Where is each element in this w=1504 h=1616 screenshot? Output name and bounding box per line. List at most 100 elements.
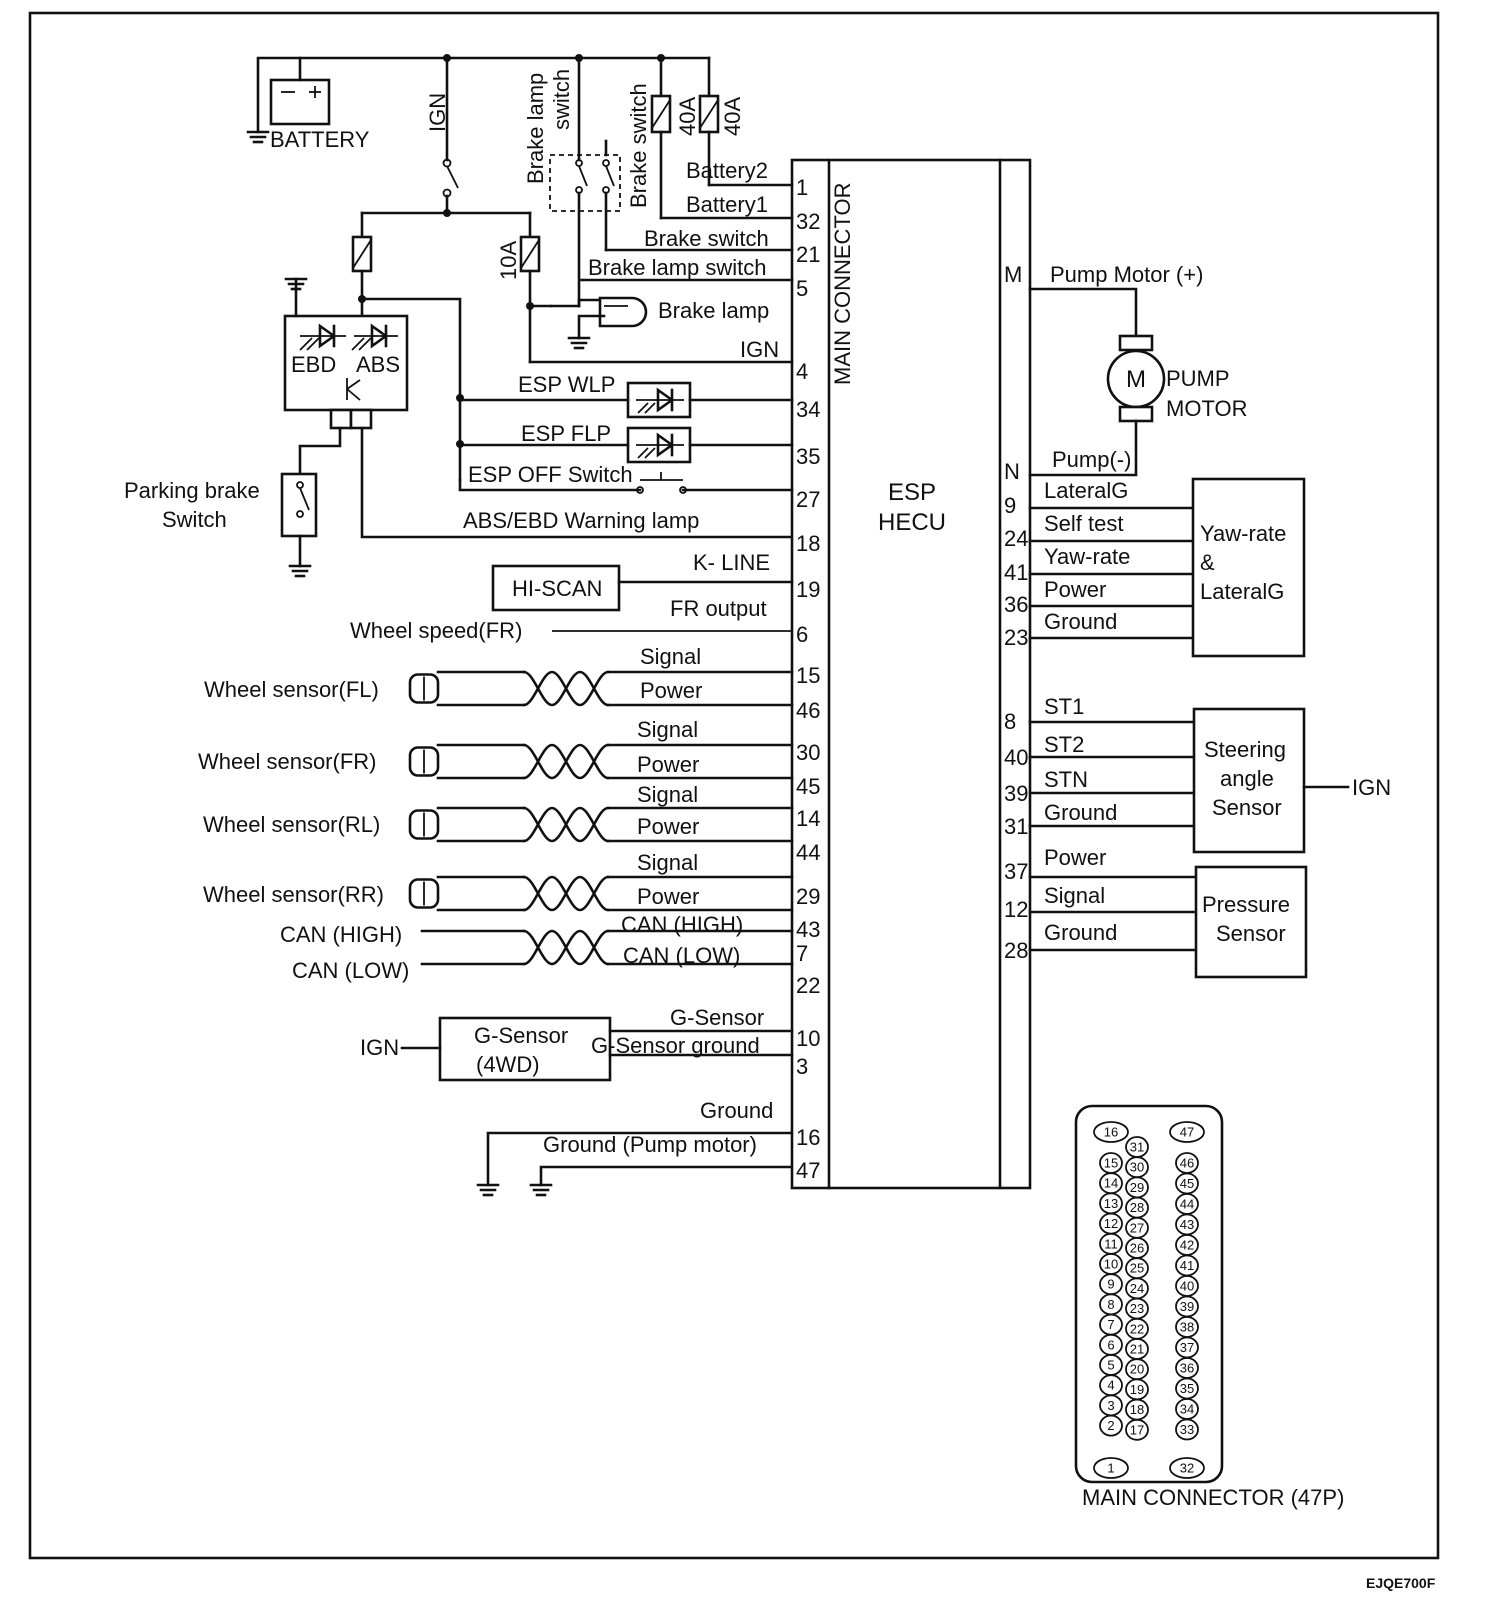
svg-text:35: 35 [1180, 1381, 1194, 1396]
left-pin-number: 29 [796, 884, 820, 909]
svg-text:26: 26 [1130, 1241, 1144, 1256]
right-pin-number: 36 [1004, 592, 1028, 617]
footer-code: EJQE700F [1366, 1575, 1436, 1591]
connector-pin: 33 [1175, 1418, 1199, 1441]
pump-motor: M PUMP MOTOR [1028, 287, 1247, 477]
steering-ign-label: IGN [1352, 775, 1391, 800]
svg-text:19: 19 [1130, 1382, 1144, 1397]
fuse-10a: 10A [496, 211, 553, 364]
svg-text:15: 15 [1104, 1156, 1118, 1171]
svg-text:9: 9 [1107, 1277, 1114, 1292]
left-pin-number: 30 [796, 740, 820, 765]
right-wire-label: Pump Motor (+) [1050, 262, 1203, 287]
left-pin-number: 21 [796, 242, 820, 267]
right-pin-number: 31 [1004, 814, 1028, 839]
right-pin-number: 28 [1004, 938, 1028, 963]
right-pin-number: 12 [1004, 897, 1028, 922]
g-sensor-label-1: G-Sensor [474, 1023, 568, 1048]
pressure-label-1: Pressure [1202, 892, 1290, 917]
main-connector-label: MAIN CONNECTOR [830, 183, 855, 386]
steering-label-3: Sensor [1212, 795, 1282, 820]
left-wire-label: Power [637, 814, 699, 839]
left-pin-number: 16 [796, 1125, 820, 1150]
yaw-label-1: Yaw-rate [1200, 521, 1286, 546]
svg-text:28: 28 [1130, 1200, 1144, 1215]
left-wire-label: ABS/EBD Warning lamp [463, 508, 699, 533]
svg-text:39: 39 [1180, 1299, 1194, 1314]
left-wire-label: G-Sensor ground [591, 1033, 760, 1058]
hecu-label-1: ESP [888, 479, 936, 506]
left-wire-label: Power [640, 678, 702, 703]
left-pin-number: 18 [796, 531, 820, 556]
esp-wlp-lamp [626, 381, 692, 419]
brake-switch-label: Brake switch [626, 83, 651, 208]
steering-label-2: angle [1220, 766, 1274, 791]
right-wire-label: Yaw-rate [1044, 544, 1130, 569]
ign-switch: IGN [425, 56, 459, 215]
svg-text:41: 41 [1180, 1258, 1194, 1273]
svg-text:43: 43 [1180, 1217, 1194, 1232]
left-pin-number: 35 [796, 444, 820, 469]
svg-text:18: 18 [1130, 1402, 1144, 1417]
right-pin-number: 24 [1004, 526, 1028, 551]
right-wire-label: ST1 [1044, 694, 1084, 719]
left-wire-label: CAN (HIGH) [621, 912, 743, 937]
fuses-40a: 40A 40A [650, 56, 745, 220]
svg-text:14: 14 [1104, 1176, 1118, 1191]
svg-text:27: 27 [1130, 1220, 1144, 1235]
left-pin-number: 6 [796, 622, 808, 647]
svg-text:25: 25 [1130, 1261, 1144, 1276]
connector-pin: 16 [1093, 1121, 1129, 1143]
right-wire-label: Pump(-) [1052, 447, 1131, 472]
left-pin-number: 7 [796, 941, 808, 966]
pump-motor-symbol: M [1126, 366, 1146, 393]
svg-text:22: 22 [1130, 1321, 1144, 1336]
g-sensor-ign-label: IGN [360, 1035, 399, 1060]
svg-text:12: 12 [1104, 1216, 1118, 1231]
parking-brake-label-1: Parking brake [124, 478, 260, 503]
svg-text:29: 29 [1130, 1180, 1144, 1195]
left-pin-number: 5 [796, 276, 808, 301]
right-wire-label: Power [1044, 845, 1106, 870]
abs-label: ABS [356, 352, 400, 377]
right-pin-number: 40 [1004, 745, 1028, 770]
left-pin-number: 15 [796, 663, 820, 688]
fuse-40a-2-label: 40A [720, 97, 745, 136]
svg-text:17: 17 [1130, 1422, 1144, 1437]
lamp-fuse [351, 211, 462, 482]
battery-label: BATTERY [270, 127, 370, 152]
svg-text:5: 5 [1107, 1358, 1114, 1373]
steering-sensor-box [1192, 707, 1306, 854]
yaw-label-2: & [1200, 550, 1215, 575]
right-wire-label: Ground [1044, 920, 1117, 945]
svg-text:44: 44 [1180, 1197, 1194, 1212]
svg-text:33: 33 [1180, 1422, 1194, 1437]
parking-brake-switch: Parking brake Switch [124, 426, 342, 578]
ground-symbols [476, 1131, 794, 1197]
left-wire-label: ESP OFF Switch [468, 462, 633, 487]
svg-text:8: 8 [1107, 1297, 1114, 1312]
left-wire-label: Signal [637, 717, 698, 742]
left-pin-number: 1 [796, 175, 808, 200]
left-pin-number: 43 [796, 917, 820, 942]
left-wire-label: Battery2 [686, 158, 768, 183]
right-wire-label: Signal [1044, 883, 1105, 908]
pump-motor-label-2: MOTOR [1166, 396, 1247, 421]
svg-text:31: 31 [1130, 1140, 1144, 1155]
left-pin-number: 46 [796, 698, 820, 723]
svg-text:1: 1 [1107, 1461, 1114, 1476]
left-pin-number: 44 [796, 840, 820, 865]
left-wire-label: Ground (Pump motor) [543, 1132, 757, 1157]
svg-text:46: 46 [1180, 1156, 1194, 1171]
right-pin-number: 8 [1004, 709, 1016, 734]
left-pin-number: 47 [796, 1158, 820, 1183]
svg-text:37: 37 [1180, 1340, 1194, 1355]
left-wire-label: Power [637, 752, 699, 777]
svg-text:45: 45 [1180, 1176, 1194, 1191]
can-low-left-label: CAN (LOW) [292, 958, 409, 983]
left-pin-number: 22 [796, 973, 820, 998]
steering-label-1: Steering [1204, 737, 1286, 762]
left-pin-number: 27 [796, 487, 820, 512]
left-wire-label: CAN (LOW) [623, 943, 740, 968]
